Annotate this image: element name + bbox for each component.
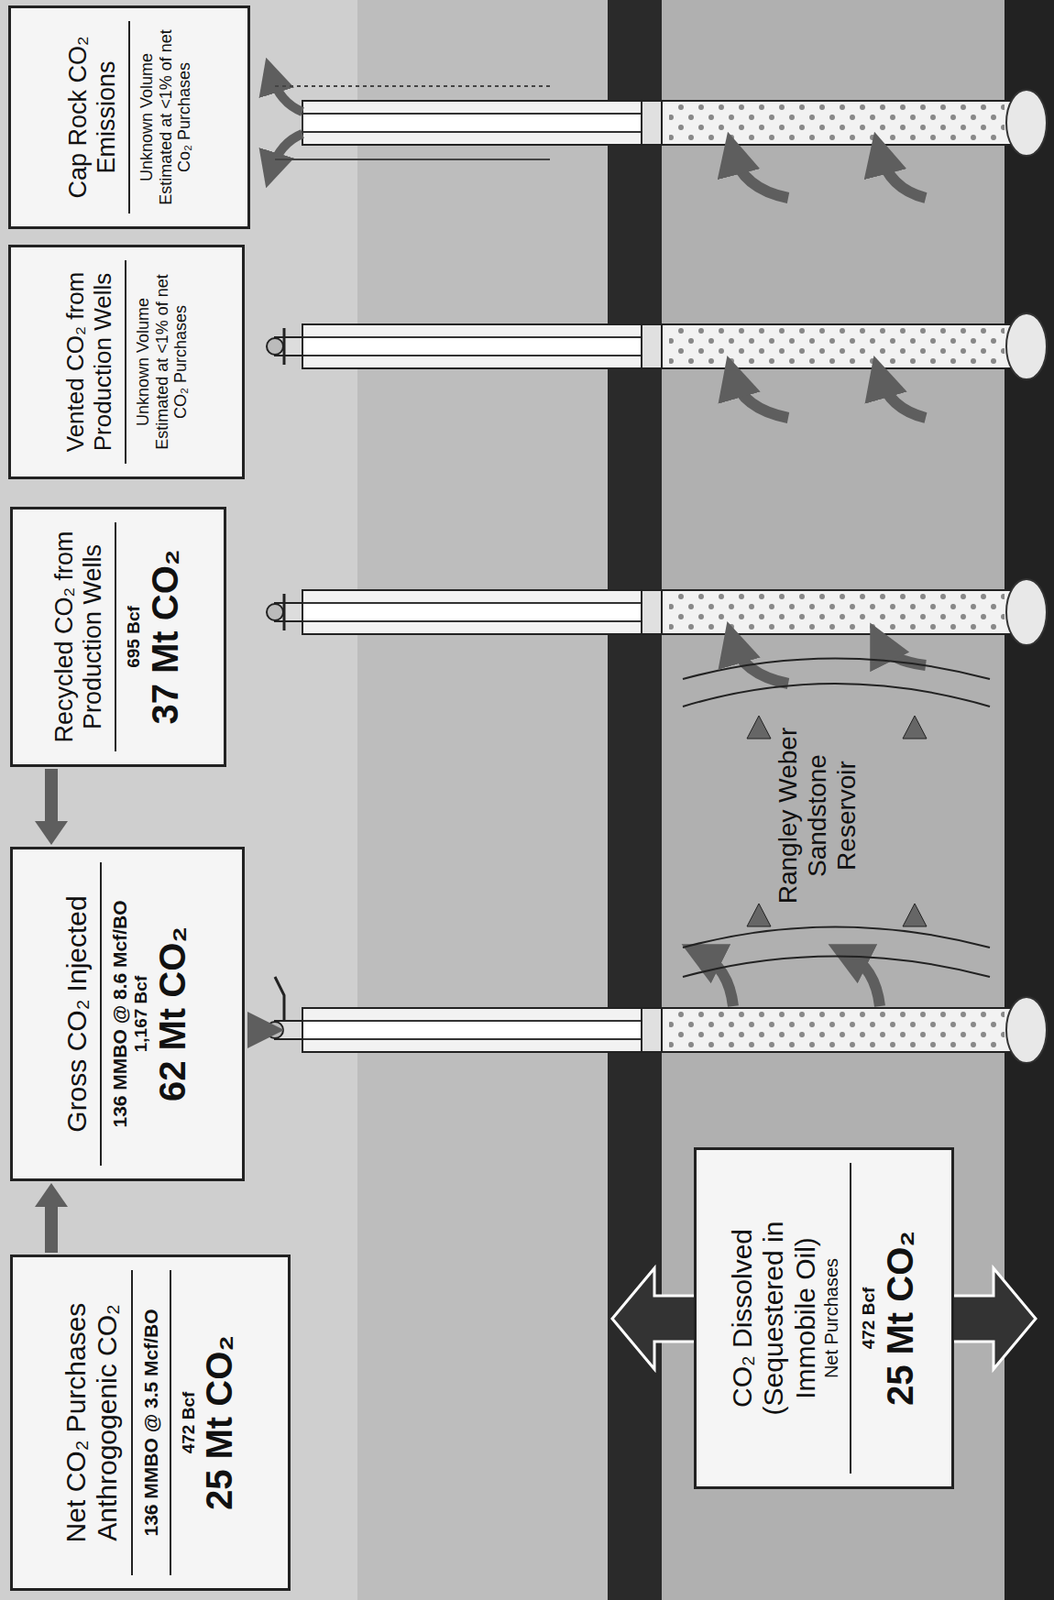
info-box: Gross CO₂ Injected136 MMBO @ 8.6 Mcf/BO1… [10,846,245,1182]
info-box: Cap Rock CO₂ EmissionsUnknown Volume Est… [8,5,251,230]
reservoir-label: Rangley Weber Sandstone Reservoir [771,720,865,912]
box-value: 37 Mt CO₂ [143,522,187,752]
box-heading: Recycled CO₂ from Production Wells [50,522,108,752]
box-heading: CO₂ Dissolved (Sequestered in Immobile O… [726,1163,823,1474]
box-value: 472 Bcf [849,1163,879,1474]
info-box: Recycled CO₂ from Production Wells695 Bc… [10,506,227,768]
box-value: 695 Bcf [114,522,144,752]
box-value: Unknown Volume Estimated at <1% of net C… [128,21,195,214]
info-box: Net CO₂ Purchases Anthrogogenic CO₂136 M… [10,1254,291,1592]
box-value: 136 MMBO @ 3.5 Mcf/BO [131,1270,163,1576]
box-heading: Net CO₂ Purchases Anthrogogenic CO₂ [60,1270,124,1576]
box-heading: Gross CO₂ Injected [61,862,94,1166]
box-value: Unknown Volume Estimated at <1% of net C… [124,260,191,464]
box-value: Net Purchases [821,1163,843,1474]
flow-arrow [34,1183,68,1253]
info-box: CO₂ Dissolved (Sequestered in Immobile O… [693,1147,955,1490]
box-heading: Cap Rock CO₂ Emissions [64,21,121,214]
box-value: 472 Bcf [169,1270,199,1576]
box-value: 136 MMBO @ 8.6 Mcf/BO [99,862,132,1166]
box-value: 25 Mt CO₂ [197,1270,241,1576]
flow-arrow [34,768,68,846]
box-value: 25 Mt CO₂ [878,1163,922,1474]
box-heading: Vented CO₂ from Production Wells [62,260,118,464]
box-value: 1,167 Bcf [131,862,152,1166]
box-value: 62 Mt CO₂ [151,862,194,1166]
info-box: Vented CO₂ from Production WellsUnknown … [8,244,245,480]
